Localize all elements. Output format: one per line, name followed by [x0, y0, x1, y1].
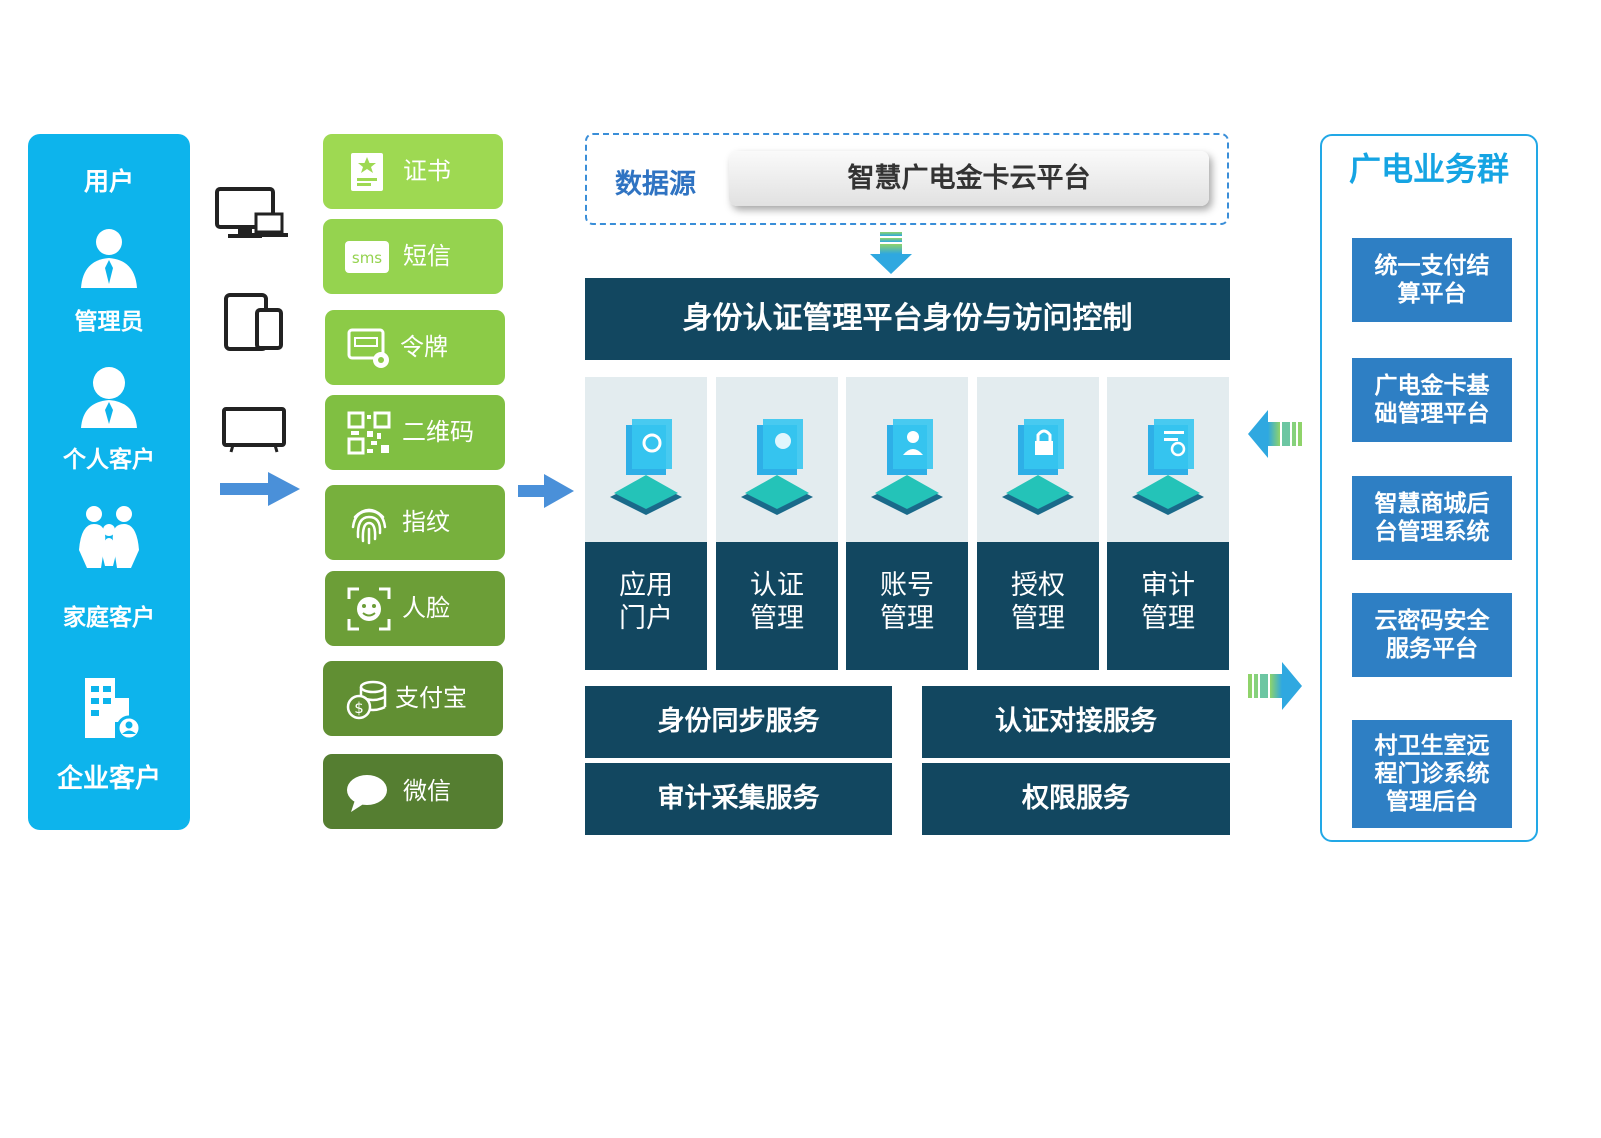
auth-token-label: 令牌	[400, 333, 448, 361]
module-line2: 管理	[1011, 603, 1065, 634]
svg-text:$: $	[354, 699, 364, 717]
data-source-label: 数据源	[615, 169, 696, 200]
family-customer-label: 家庭客户	[63, 605, 155, 631]
auth-alipay[interactable]: $ 支付宝	[323, 661, 503, 736]
account-management-icon	[871, 419, 943, 515]
biz-unified-payment[interactable]: 统一支付结算平台	[1352, 238, 1512, 322]
auth-fingerprint-label: 指纹	[402, 508, 450, 536]
module-account-management[interactable]: 账号管理	[846, 377, 968, 670]
enterprise-customer-label: 企业客户	[56, 764, 161, 794]
module-line1: 认证	[750, 570, 804, 601]
biz-item-label: 云密码安全服务平台	[1374, 608, 1490, 662]
auth-certificate-label: 证书	[403, 157, 451, 185]
left-arrow-icon	[1248, 410, 1302, 458]
sms-icon: sms	[345, 241, 389, 273]
biz-cloud-crypto[interactable]: 云密码安全服务平台	[1352, 593, 1512, 677]
module-app-portal[interactable]: 应用门户	[585, 377, 707, 670]
module-line2: 管理	[750, 603, 804, 634]
auth-alipay-label: 支付宝	[395, 684, 467, 712]
service-audit-collection[interactable]: 审计采集服务	[585, 763, 892, 835]
token-icon	[347, 328, 389, 368]
right-arrow-icon	[518, 474, 574, 508]
right-arrow-icon	[1248, 662, 1302, 710]
qrcode-icon	[347, 411, 391, 455]
tv-icon	[222, 407, 286, 453]
business-group-title: 广电业务群	[1348, 150, 1509, 188]
auth-wechat[interactable]: 微信	[323, 754, 503, 829]
auth-fingerprint[interactable]: 指纹	[325, 485, 505, 560]
wechat-bubble-icon	[347, 775, 387, 812]
users-title: 用户	[83, 167, 134, 196]
module-audit-management[interactable]: 审计管理	[1107, 377, 1229, 670]
business-group-panel	[1320, 134, 1538, 842]
down-arrow-icon	[870, 232, 912, 274]
auth-certificate[interactable]: 证书	[323, 134, 503, 209]
user-panel: 用户 管理员 个人客户 家庭客户 企业客户	[28, 134, 190, 830]
module-line1: 授权	[1011, 570, 1065, 601]
module-line1: 账号	[880, 570, 934, 601]
lock-icon	[1002, 419, 1074, 515]
certificate-icon	[351, 153, 383, 191]
module-authorization-management[interactable]: 授权管理	[977, 377, 1099, 670]
auth-face[interactable]: 人脸	[325, 571, 505, 646]
face-icon	[347, 587, 391, 631]
iam-platform-title: 身份认证管理平台身份与访问控制	[585, 278, 1230, 360]
module-line2: 管理	[1141, 603, 1195, 634]
admin-icon	[81, 229, 137, 288]
personal-customer-icon	[81, 367, 137, 428]
module-line2: 门户	[619, 603, 673, 634]
alipay-coin-icon: $	[346, 680, 387, 720]
audit-document-icon	[1132, 419, 1204, 515]
biz-item-label: 统一支付结算平台	[1374, 253, 1490, 307]
smart-card-cloud-platform: 智慧广电金卡云平台	[729, 151, 1209, 206]
module-line1: 审计	[1141, 570, 1195, 601]
auth-wechat-label: 微信	[403, 777, 451, 805]
auth-sms[interactable]: sms 短信	[323, 219, 503, 294]
auth-management-icon	[741, 419, 813, 515]
biz-smart-card-base[interactable]: 广电金卡基础管理平台	[1352, 358, 1512, 442]
biz-item-label: 智慧商城后台管理系统	[1374, 491, 1490, 545]
biz-village-clinic[interactable]: 村卫生室远程门诊系统管理后台	[1352, 720, 1512, 828]
app-portal-icon	[610, 419, 682, 515]
auth-token[interactable]: 令牌	[325, 310, 505, 385]
module-line1: 应用	[619, 570, 673, 601]
family-customer-icon	[79, 506, 139, 568]
desktop-laptop-icon	[215, 187, 288, 238]
service-identity-sync[interactable]: 身份同步服务	[585, 686, 892, 758]
biz-item-label: 广电金卡基础管理平台	[1374, 373, 1490, 427]
service-auth-integration[interactable]: 认证对接服务	[922, 686, 1230, 758]
enterprise-customer-icon	[85, 678, 142, 741]
auth-qrcode[interactable]: 二维码	[325, 395, 505, 470]
service-permission[interactable]: 权限服务	[922, 763, 1230, 835]
auth-qrcode-label: 二维码	[402, 418, 474, 446]
auth-sms-label: 短信	[403, 242, 451, 270]
module-line2: 管理	[880, 603, 934, 634]
biz-smart-mall[interactable]: 智慧商城后台管理系统	[1352, 476, 1512, 560]
admin-label: 管理员	[74, 309, 144, 335]
tablet-phone-icon	[224, 293, 283, 351]
module-auth-management[interactable]: 认证管理	[716, 377, 838, 670]
sms-badge-text: sms	[352, 249, 382, 267]
fingerprint-icon	[351, 508, 387, 545]
data-source-box	[585, 133, 1229, 225]
personal-customer-label: 个人客户	[63, 447, 155, 473]
right-arrow-icon	[220, 472, 300, 506]
biz-item-label: 村卫生室远程门诊系统管理后台	[1374, 733, 1490, 815]
auth-face-label: 人脸	[402, 594, 450, 622]
